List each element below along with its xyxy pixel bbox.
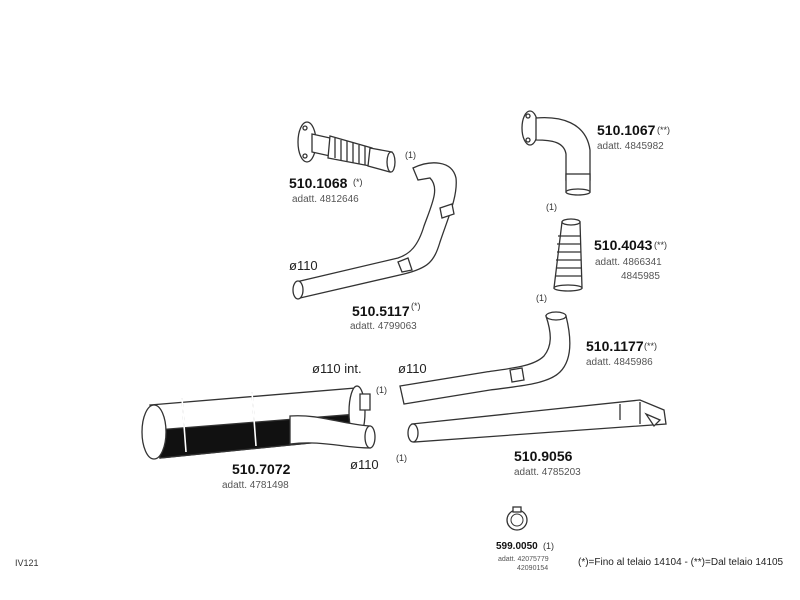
note-1-pipe: (1) <box>396 453 407 463</box>
part-code-510-1067: 510.1067 <box>597 122 656 138</box>
part-adatt-510-7072: adatt. 4781498 <box>222 480 289 491</box>
part-adatt-599-0050-b: 42090154 <box>517 565 548 572</box>
part-adatt-510-1177: adatt. 4845986 <box>586 357 653 368</box>
part-mark-510-5117: (*) <box>411 301 421 311</box>
part-mark-510-1068: (*) <box>353 177 363 187</box>
part-code-510-1177: 510.1177 <box>586 338 644 354</box>
part-adatt-599-0050-a: adatt. 42075779 <box>498 556 549 563</box>
part-adatt-510-1068: adatt. 4812646 <box>292 194 359 205</box>
part-mark-510-1177: (**) <box>644 341 657 351</box>
part-code-510-1068: 510.1068 <box>289 175 348 191</box>
part-510-1177-drawing[interactable] <box>399 311 571 405</box>
part-mark-510-4043: (**) <box>654 240 667 250</box>
part-code-510-4043: 510.4043 <box>594 237 653 253</box>
part-510-1068-drawing[interactable] <box>297 121 396 173</box>
part-code-510-9056: 510.9056 <box>514 448 573 464</box>
part-599-0050-drawing[interactable] <box>506 506 528 531</box>
part-adatt-510-4043-a: adatt. 4866341 <box>595 257 662 268</box>
part-code-510-5117: 510.5117 <box>352 303 410 319</box>
part-510-1067-drawing[interactable] <box>521 110 591 196</box>
dimension-label-upper: ø110 <box>289 258 318 273</box>
part-mark-510-1067: (**) <box>657 125 670 135</box>
reference-code: IV121 <box>15 558 39 568</box>
part-adatt-510-4043-b: 4845985 <box>621 271 660 282</box>
dimension-label-silencer-inlet: ø110 int. <box>312 361 362 376</box>
part-510-7072-drawing[interactable] <box>141 385 376 460</box>
note-1-silencer: (1) <box>376 385 387 395</box>
dimension-label-silencer-outlet: ø110 <box>350 457 379 472</box>
part-code-510-7072: 510.7072 <box>232 461 291 477</box>
part-510-4043-drawing[interactable] <box>553 218 583 292</box>
note-1-upper: (1) <box>405 150 416 160</box>
note-1-flex-bottom: (1) <box>536 293 547 303</box>
part-adatt-510-5117: adatt. 4799063 <box>350 321 417 332</box>
part-mark-599-0050: (1) <box>543 541 554 551</box>
dimension-label-pipe: ø110 <box>398 361 427 376</box>
part-510-5117-drawing[interactable] <box>292 162 457 300</box>
part-510-9056-drawing[interactable] <box>407 399 667 443</box>
part-adatt-510-1067: adatt. 4845982 <box>597 141 664 152</box>
legend-note: (*)=Fino al telaio 14104 - (**)=Dal tela… <box>578 557 784 568</box>
part-adatt-510-9056: adatt. 4785203 <box>514 467 581 478</box>
note-1-flex-top: (1) <box>546 202 557 212</box>
part-code-599-0050: 599.0050 <box>496 541 538 552</box>
